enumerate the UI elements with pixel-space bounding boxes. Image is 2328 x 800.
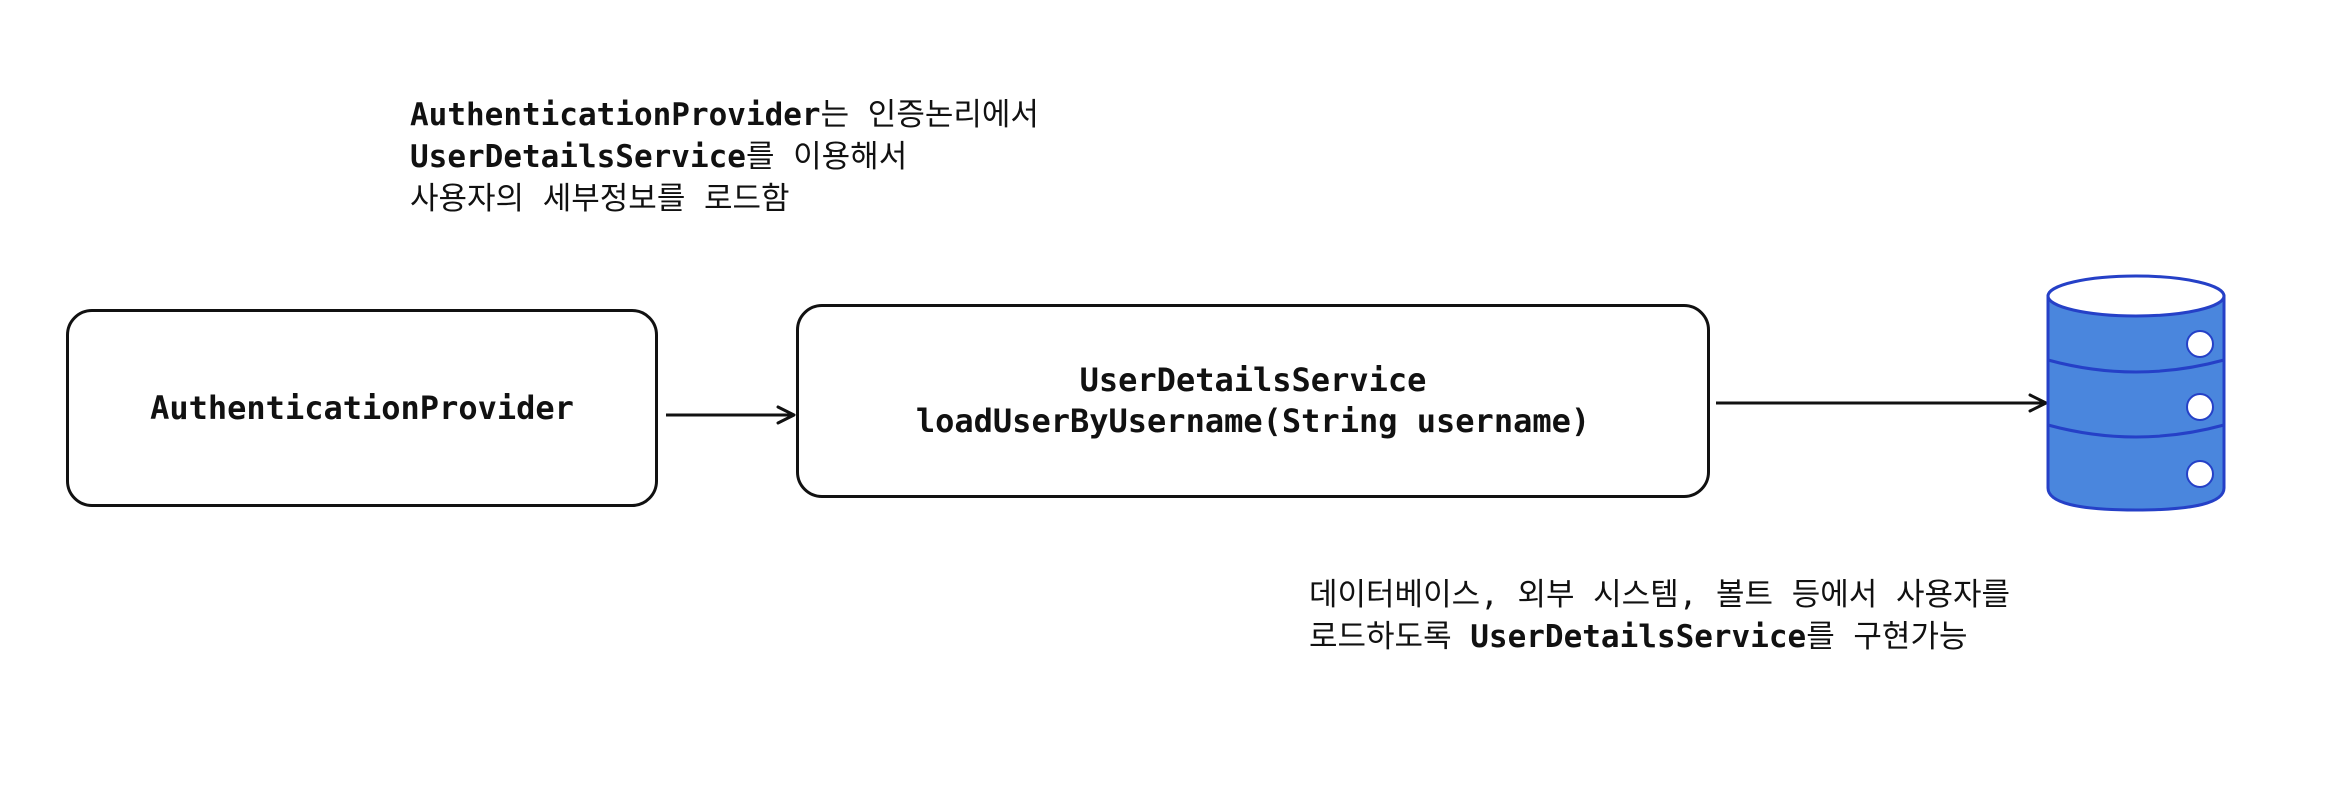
- implementation-description-note: 데이터베이스, 외부 시스템, 볼트 등에서 사용자를 로드하도록 UserDe…: [1309, 574, 2010, 658]
- note-line-3: 사용자의 세부정보를 로드함: [410, 178, 1039, 220]
- note-line-1: 데이터베이스, 외부 시스템, 볼트 등에서 사용자를: [1309, 574, 2010, 616]
- note-line-1: AuthenticationProvider는 인증논리에서: [410, 94, 1039, 136]
- note-text: 로드하도록: [1309, 619, 1471, 655]
- note-line-2: 로드하도록 UserDetailsService를 구현가능: [1309, 616, 2010, 658]
- note-text: 를 이용해서: [745, 139, 908, 175]
- note-text: 를 구현가능: [1806, 619, 1968, 655]
- note-code-authentication-provider: AuthenticationProvider: [410, 97, 821, 133]
- note-code-user-details-service: UserDetailsService: [410, 139, 746, 175]
- note-code-user-details-service: UserDetailsService: [1470, 619, 1807, 655]
- user-details-service-title: UserDetailsService: [1079, 361, 1427, 399]
- provider-description-note: AuthenticationProvider는 인증논리에서 UserDetai…: [410, 94, 1039, 220]
- database-icon: [2046, 274, 2226, 512]
- authentication-provider-label: AuthenticationProvider: [150, 388, 574, 427]
- note-text: 데이터베이스, 외부 시스템, 볼트 등에서 사용자를: [1309, 577, 2011, 613]
- authentication-provider-box: AuthenticationProvider: [66, 309, 658, 507]
- load-user-method-label: loadUserByUsername(String username): [915, 402, 1591, 440]
- note-text: 사용자의 세부정보를 로드함: [410, 181, 790, 217]
- note-text: 는 인증논리에서: [820, 97, 1039, 133]
- note-line-2: UserDetailsService를 이용해서: [410, 136, 1039, 178]
- user-details-service-box: UserDetailsService loadUserByUsername(St…: [796, 304, 1710, 498]
